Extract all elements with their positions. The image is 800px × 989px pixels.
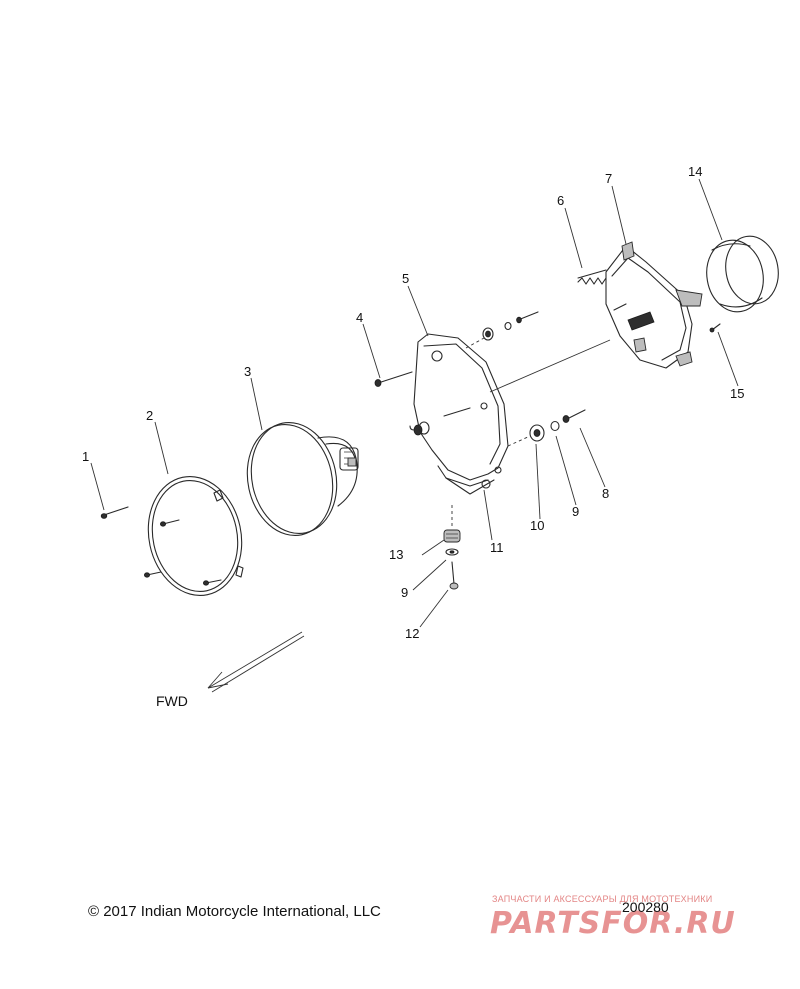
bottom-mount-stack bbox=[443, 477, 495, 590]
callout-13: 13 bbox=[389, 547, 403, 562]
alignment-line bbox=[489, 339, 611, 393]
callout-9-right: 9 bbox=[572, 504, 579, 519]
callout-4: 4 bbox=[356, 310, 363, 325]
small-screw-15 bbox=[709, 323, 721, 333]
callout-9-bottom: 9 bbox=[401, 585, 408, 600]
callout-6: 6 bbox=[557, 193, 564, 208]
callout-11: 11 bbox=[490, 540, 504, 555]
callout-12: 12 bbox=[405, 626, 419, 641]
fwd-label: FWD bbox=[156, 693, 188, 709]
callout-3: 3 bbox=[244, 364, 251, 379]
upper-mount-hardware bbox=[465, 311, 539, 349]
callout-1: 1 bbox=[82, 449, 89, 464]
callout-2: 2 bbox=[146, 408, 153, 423]
trim-ring bbox=[147, 475, 244, 597]
callout-7: 7 bbox=[605, 171, 612, 186]
forward-direction-arrow bbox=[207, 631, 305, 693]
trim-ring-screws bbox=[100, 506, 222, 586]
callout-10: 10 bbox=[530, 518, 544, 533]
headlamp-bracket bbox=[409, 333, 509, 489]
adjuster-spring bbox=[577, 269, 607, 285]
headlamp bbox=[246, 421, 359, 537]
lower-mount-hardware bbox=[507, 409, 586, 447]
leader-lines bbox=[90, 178, 739, 628]
callout-15: 15 bbox=[730, 386, 744, 401]
watermark-tagline: ЗАПЧАСТИ И АКСЕССУАРЫ ДЛЯ МОТОТЕХНИКИ bbox=[492, 894, 713, 904]
callout-5: 5 bbox=[402, 271, 409, 286]
callout-14: 14 bbox=[688, 164, 702, 179]
headlamp-housing bbox=[605, 241, 703, 369]
copyright-notice: © 2017 Indian Motorcycle International, … bbox=[88, 903, 381, 920]
figure-number: 200280 bbox=[622, 899, 669, 915]
bracket-bushing-left bbox=[413, 407, 471, 436]
callout-8: 8 bbox=[602, 486, 609, 501]
housing-seal bbox=[706, 235, 779, 313]
bracket-bolt-4 bbox=[374, 371, 413, 387]
watermark-logo: PARTSFOR.RU bbox=[490, 906, 736, 941]
